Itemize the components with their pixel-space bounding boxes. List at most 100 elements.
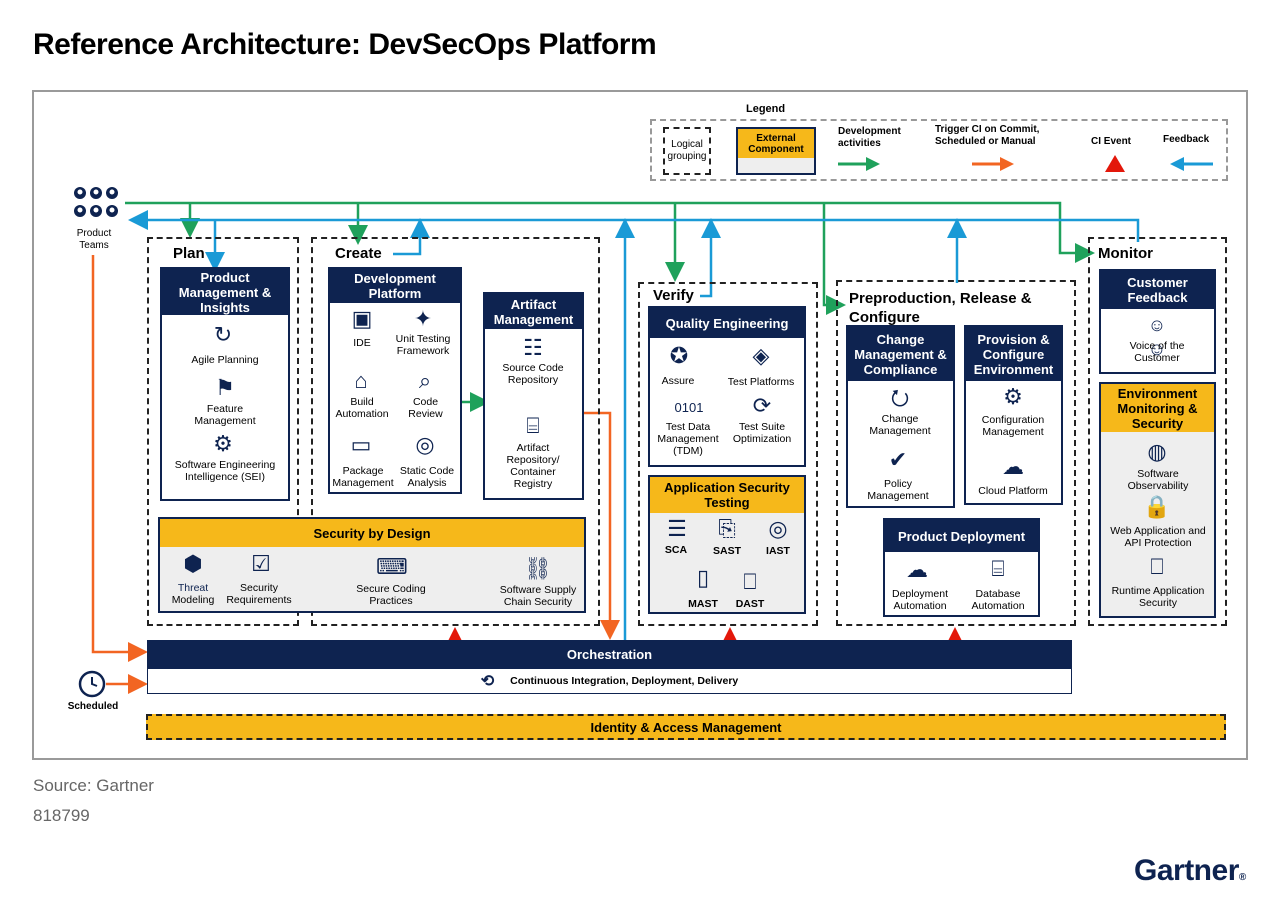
development-platform-title: Development Platform (330, 269, 460, 303)
provision-panel: Provision & Configure Environment (964, 325, 1063, 505)
legend-development: Development activities (838, 126, 901, 149)
runtime-icon: ⎕ (1150, 554, 1164, 579)
build-icon: ⌂ (354, 368, 368, 393)
customer-feedback-panel: Customer Feedback (1099, 269, 1216, 374)
software-observability-label: Software Observability (1127, 468, 1189, 492)
binary-icon: 0101 (674, 400, 704, 415)
scheduled-label: Scheduled (67, 701, 119, 712)
feature-management-label: Feature Management (194, 403, 256, 427)
iam-bar: Identity & Access Management (146, 714, 1226, 740)
customer-feedback-title: Customer Feedback (1101, 271, 1214, 309)
orchestration-bar: Orchestration (147, 640, 1072, 668)
optimization-icon: ⟳ (752, 393, 772, 418)
dast-label: DAST (735, 598, 765, 610)
security-by-design-panel: Security by Design (158, 517, 586, 613)
test-platforms-label: Test Platforms (727, 376, 795, 388)
configuration-management-label: Configuration Management (981, 414, 1045, 438)
artifact-repository-label: Artifact Repository/ Container Registry (506, 442, 560, 490)
legend-logical: Logical grouping (663, 127, 711, 175)
static-code-analysis-label: Static Code Analysis (399, 465, 455, 489)
people-icon: ☺☺ (1147, 315, 1167, 359)
ci-cd-bar: ⟲ Continuous Integration, Deployment, De… (147, 668, 1072, 694)
source-code-icon: ☷ (523, 335, 543, 360)
cloud-platform-label: Cloud Platform (978, 485, 1048, 497)
clock-icon (78, 670, 106, 698)
layers-icon: ◈ (752, 343, 770, 368)
mobile-icon: ▯ (696, 565, 710, 590)
quality-engineering-panel: Quality Engineering (648, 306, 806, 467)
source-code-repository-label: Source Code Repository (502, 362, 564, 386)
code-review-label: Code Review (408, 396, 443, 420)
document-id: 818799 (33, 806, 90, 825)
app-security-testing-title: Application Security Testing (650, 477, 804, 513)
security-by-design-title: Security by Design (160, 519, 584, 547)
voice-of-customer-label: Voice of the Customer (1129, 340, 1185, 364)
verify-group (638, 282, 818, 626)
sast-label: SAST (712, 545, 741, 557)
flag-icon: ⚑ (215, 375, 235, 400)
deployment-automation-label: Deployment Automation (891, 588, 949, 612)
legend-heading: Legend (746, 103, 786, 115)
quality-engineering-title: Quality Engineering (650, 308, 804, 338)
legend-external: External Component (738, 129, 814, 158)
product-deployment-panel: Product Deployment (883, 518, 1040, 617)
policy-icon: ✔ (888, 447, 908, 472)
config-gear-icon: ⚙ (1003, 384, 1023, 409)
legend-ci-triangle (1105, 155, 1125, 172)
app-security-testing-panel: Application Security Testing (648, 475, 806, 614)
product-management-panel: Product Management & Insights (160, 267, 290, 501)
environment-monitoring-title: Environment Monitoring & Security (1101, 384, 1214, 432)
database-automation-icon: ⌸ (991, 556, 1005, 581)
product-teams-label: Product Teams (76, 228, 112, 251)
threat-label: Threat (177, 582, 209, 594)
legend-orange-arrow (972, 157, 1014, 171)
ide-icon: ▣ (351, 306, 373, 331)
badge-icon: ✪ (669, 343, 689, 368)
security-requirements-label: Security Requirements (226, 582, 292, 606)
ci-cd-label: Continuous Integration, Deployment, Deli… (510, 675, 739, 687)
supply-chain-label: Software Supply Chain Security (499, 584, 577, 608)
policy-management-label: Policy Management (867, 478, 929, 502)
build-automation-label: Build Automation (335, 396, 389, 420)
legend-ci-event: CI Event (1091, 136, 1132, 147)
change-icon: ⭮ (890, 385, 910, 410)
legend-box (650, 119, 1228, 181)
screen-icon: ⎕ (743, 569, 757, 594)
runtime-security-label: Runtime Application Security (1111, 585, 1205, 609)
sei-icon: ⚙ (213, 431, 233, 456)
monitor-heading: Monitor (1098, 245, 1153, 262)
database-automation-label: Database Automation (971, 588, 1025, 612)
magnifier-icon: ⌕ (418, 368, 432, 393)
page-title: Reference Architecture: DevSecOps Platfo… (33, 28, 657, 61)
agile-planning-label: Agile Planning (191, 354, 259, 366)
preproduction-group (836, 280, 1076, 626)
gartner-logo: Gartner® (1134, 854, 1246, 887)
product-deployment-title: Product Deployment (885, 520, 1038, 552)
create-heading: Create (335, 245, 382, 262)
legend-blue-arrow (1170, 157, 1213, 171)
create-group (311, 237, 600, 626)
environment-monitoring-panel: Environment Monitoring & Security (1099, 382, 1216, 618)
verify-heading: Verify (653, 287, 694, 304)
database-icon: ⌸ (526, 413, 540, 438)
plan-heading: Plan (173, 245, 205, 262)
agile-planning-icon: ↻ (213, 322, 233, 347)
web-app-protection-label: Web Application and API Protection (1110, 525, 1206, 549)
plan-group (147, 237, 299, 626)
sei-label: Software Engineering Intelligence (SEI) (174, 459, 276, 483)
target-icon: ◎ (768, 516, 788, 541)
diagram-frame (32, 90, 1248, 760)
package-icon: ▭ (350, 432, 372, 457)
iast-label: IAST (766, 545, 790, 557)
artifact-management-title: Artifact Management (485, 294, 582, 329)
product-teams-icon (74, 187, 118, 217)
cubes-icon: ⬢ (183, 551, 203, 576)
chain-icon: ⛓ (524, 556, 552, 581)
product-management-title: Product Management & Insights (162, 269, 288, 315)
secure-coding-label: Secure Coding Practices (356, 583, 426, 607)
provision-title: Provision & Configure Environment (966, 327, 1061, 381)
mast-label: MAST (688, 598, 718, 610)
puzzle-icon: ✦ (413, 306, 433, 331)
secure-coding-icon: ⌨ (376, 554, 408, 579)
change-management-label: Change Management (869, 413, 931, 437)
